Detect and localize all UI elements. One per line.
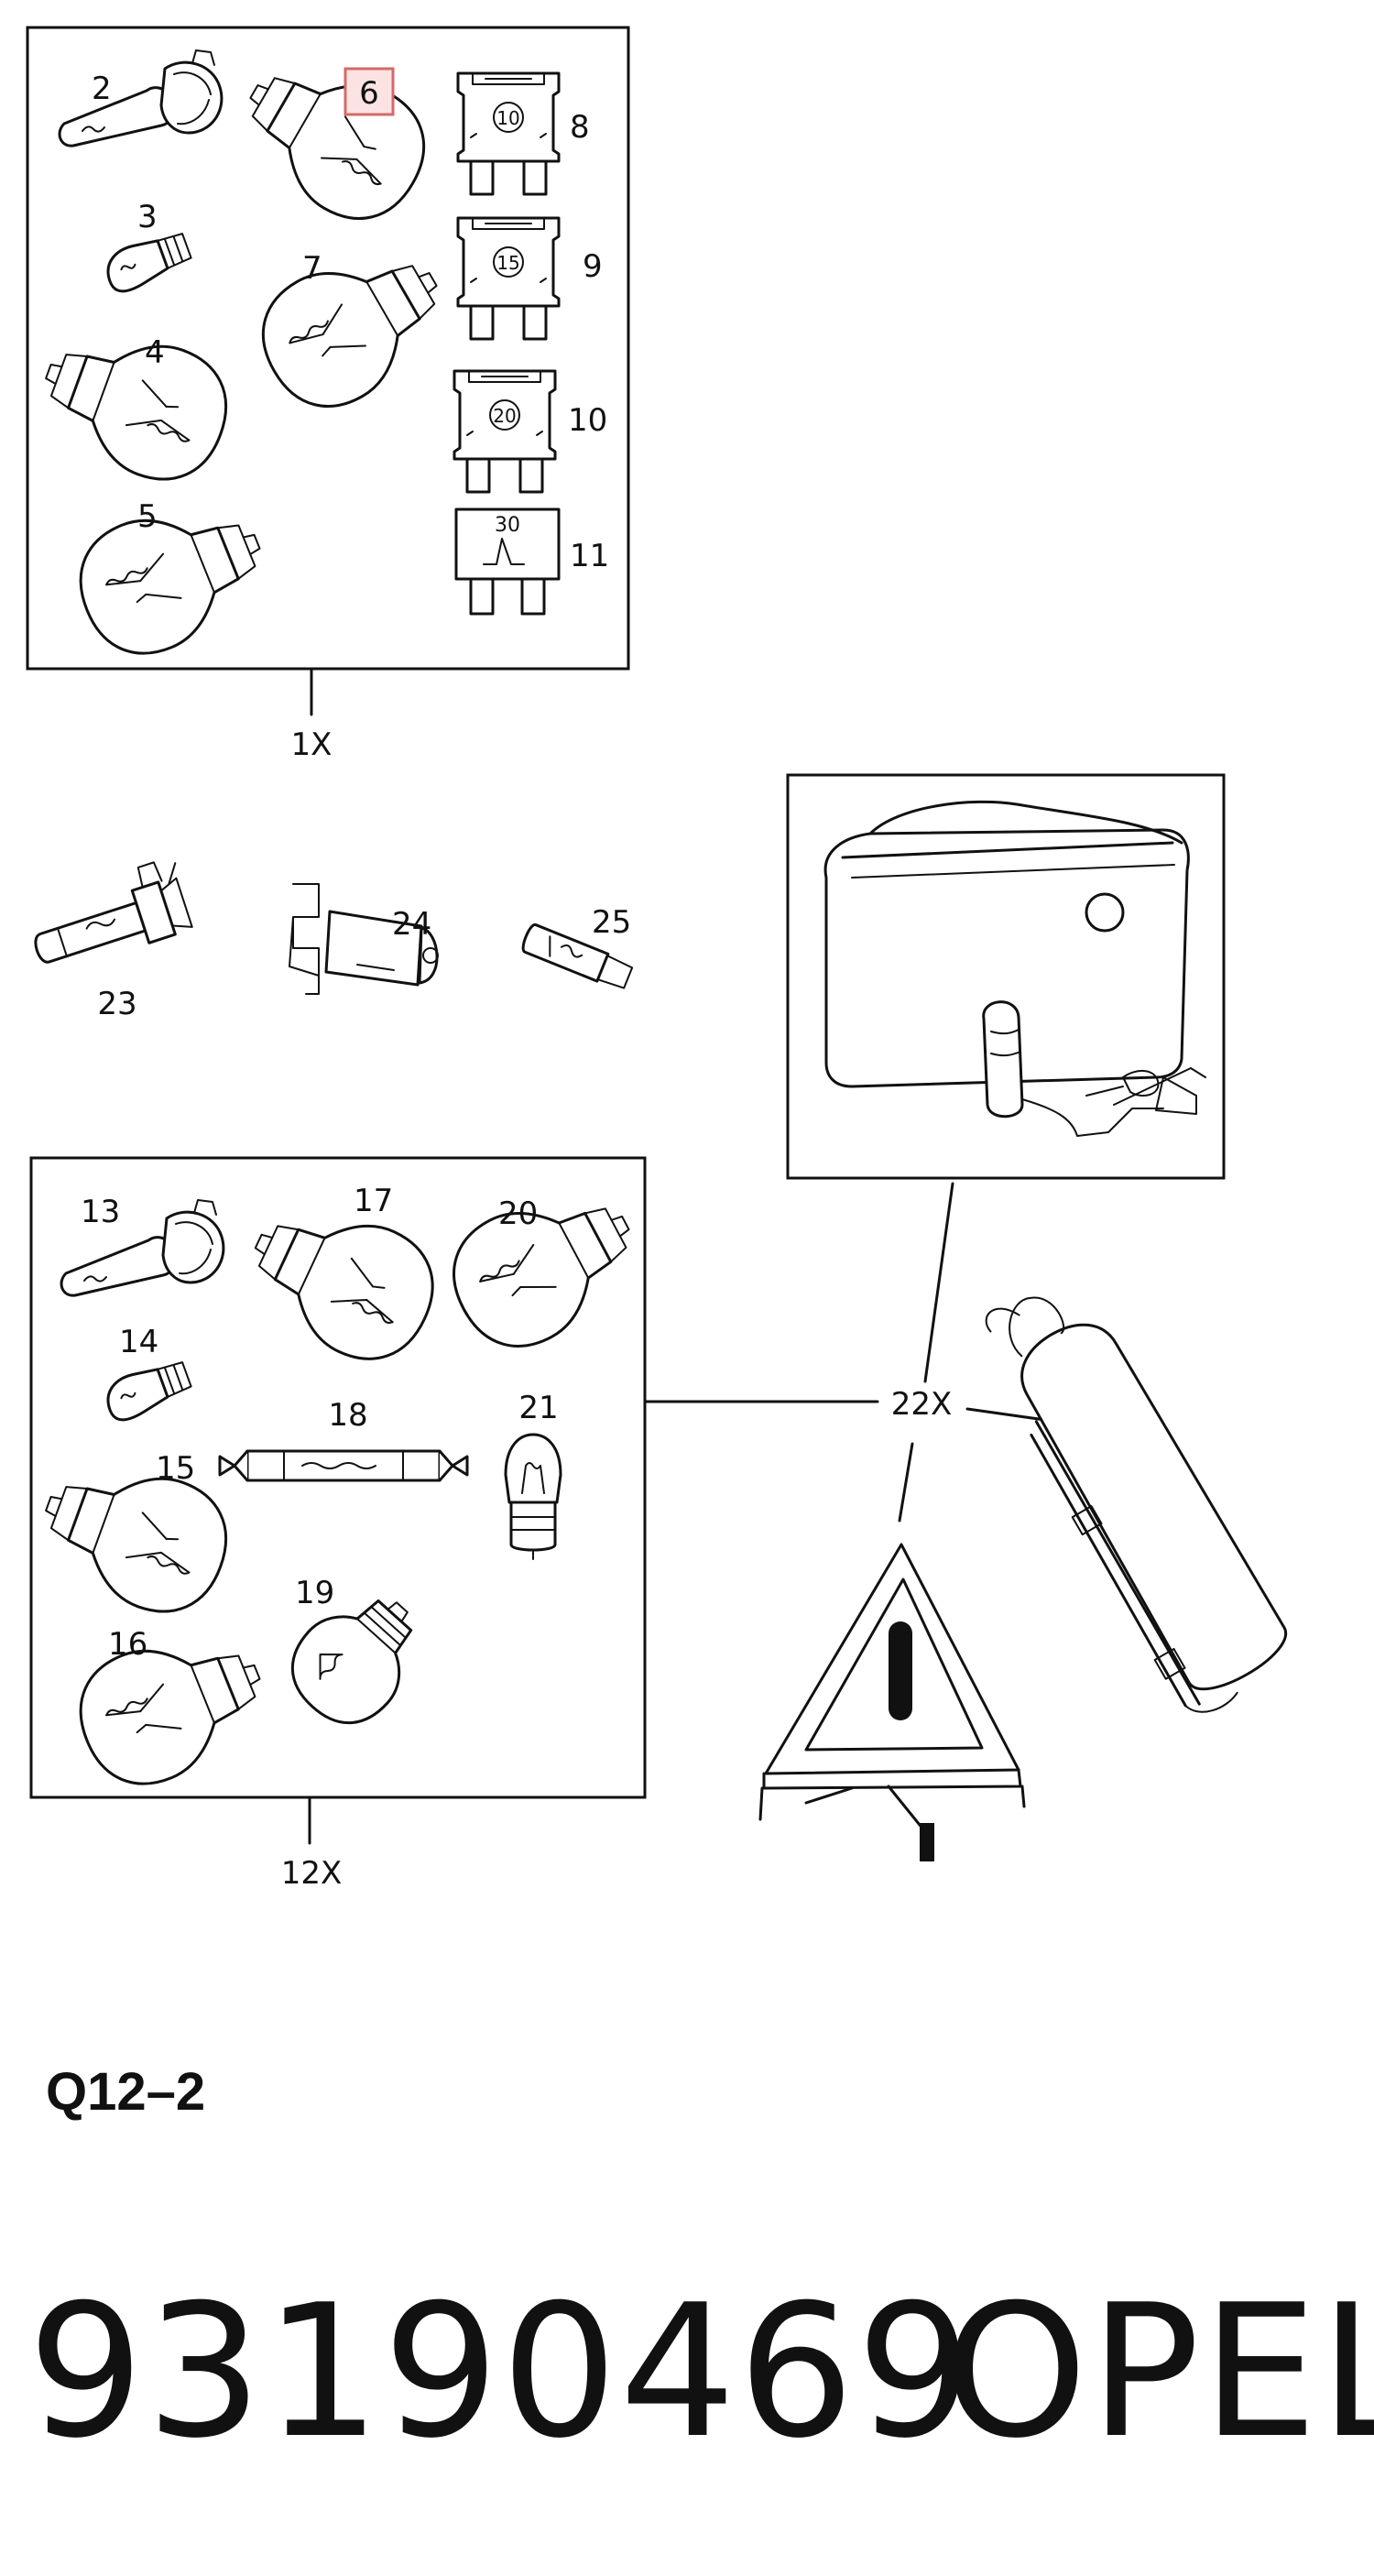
bulb-6-icon [219, 33, 448, 242]
callout-21[interactable]: 21 [518, 1390, 558, 1426]
fuse-11-rating: 30 [495, 514, 520, 537]
callout-25[interactable]: 25 [592, 904, 631, 941]
bulb-2-icon [58, 49, 224, 147]
brand-name: OPEL [943, 2265, 1374, 2479]
callout-11[interactable]: 11 [570, 538, 609, 574]
callout-10[interactable]: 10 [568, 402, 607, 439]
bulb-23-icon [34, 861, 193, 964]
callout-17[interactable]: 17 [354, 1183, 393, 1219]
bulb-25-icon [521, 923, 634, 989]
first-aid-kit-box [786, 773, 1226, 1180]
callout-16[interactable]: 16 [108, 1626, 147, 1663]
fuse-8-rating: 10 [496, 107, 519, 129]
group-label-1x: 1X [291, 726, 333, 763]
bulb-24-icon [289, 883, 439, 995]
group-1x-box: 1X [26, 26, 630, 763]
callout-6-highlight[interactable]: 6 [344, 67, 395, 116]
bulb-4-icon [24, 308, 245, 498]
callout-7[interactable]: 7 [302, 250, 322, 287]
group-12x-box: 12X [29, 1156, 647, 1892]
bulb-21-icon [504, 1433, 562, 1560]
group-22x-leaders: 22X [643, 1182, 1125, 1523]
fuse-11-icon: 30 [454, 508, 561, 616]
fuse-8-icon: 10 [456, 71, 561, 196]
fuse-9-icon: 15 [456, 216, 561, 341]
fire-extinguisher-icon [985, 1296, 1288, 1713]
bulb-15-icon [24, 1440, 245, 1631]
bulb-17-icon [229, 1180, 454, 1381]
bulb-16-icon [60, 1610, 284, 1804]
callout-24[interactable]: 24 [392, 906, 431, 943]
bulb-5-icon [60, 479, 284, 673]
group-label-22x: 22X [891, 1386, 953, 1423]
callout-15[interactable]: 15 [156, 1450, 195, 1487]
parts-diagram: 1X 2 6 3 7 4 5 10 8 15 9 20 10 30 11 [24, 26, 1288, 1892]
fuse-9-rating: 15 [496, 252, 519, 274]
callout-4[interactable]: 4 [145, 334, 165, 371]
page-code: Q12–2 [46, 2062, 206, 2122]
fuse-10-icon: 20 [453, 369, 557, 494]
part-number: 93190469 [27, 2265, 975, 2479]
warning-triangle-icon [758, 1543, 1026, 1861]
callout-20[interactable]: 20 [498, 1195, 538, 1232]
bulb-20-icon [431, 1162, 659, 1369]
callout-5[interactable]: 5 [137, 498, 158, 535]
bulb-18-icon [218, 1449, 469, 1482]
bulb-3-icon [99, 226, 196, 297]
callout-9[interactable]: 9 [583, 248, 603, 285]
callout-19[interactable]: 19 [295, 1575, 334, 1611]
group-label-12x: 12X [281, 1855, 343, 1892]
callout-13[interactable]: 13 [81, 1194, 120, 1230]
bulb-19-icon [290, 1599, 413, 1725]
callout-8[interactable]: 8 [570, 109, 590, 146]
bulb-7-icon [239, 221, 468, 430]
callout-6[interactable]: 6 [359, 75, 379, 112]
callout-3[interactable]: 3 [137, 199, 158, 235]
bulb-14-icon [99, 1355, 196, 1425]
fuse-10-rating: 20 [493, 405, 516, 427]
callout-23[interactable]: 23 [97, 986, 136, 1022]
callout-18[interactable]: 18 [328, 1397, 367, 1434]
callout-2[interactable]: 2 [92, 71, 112, 107]
callout-14[interactable]: 14 [119, 1324, 158, 1360]
